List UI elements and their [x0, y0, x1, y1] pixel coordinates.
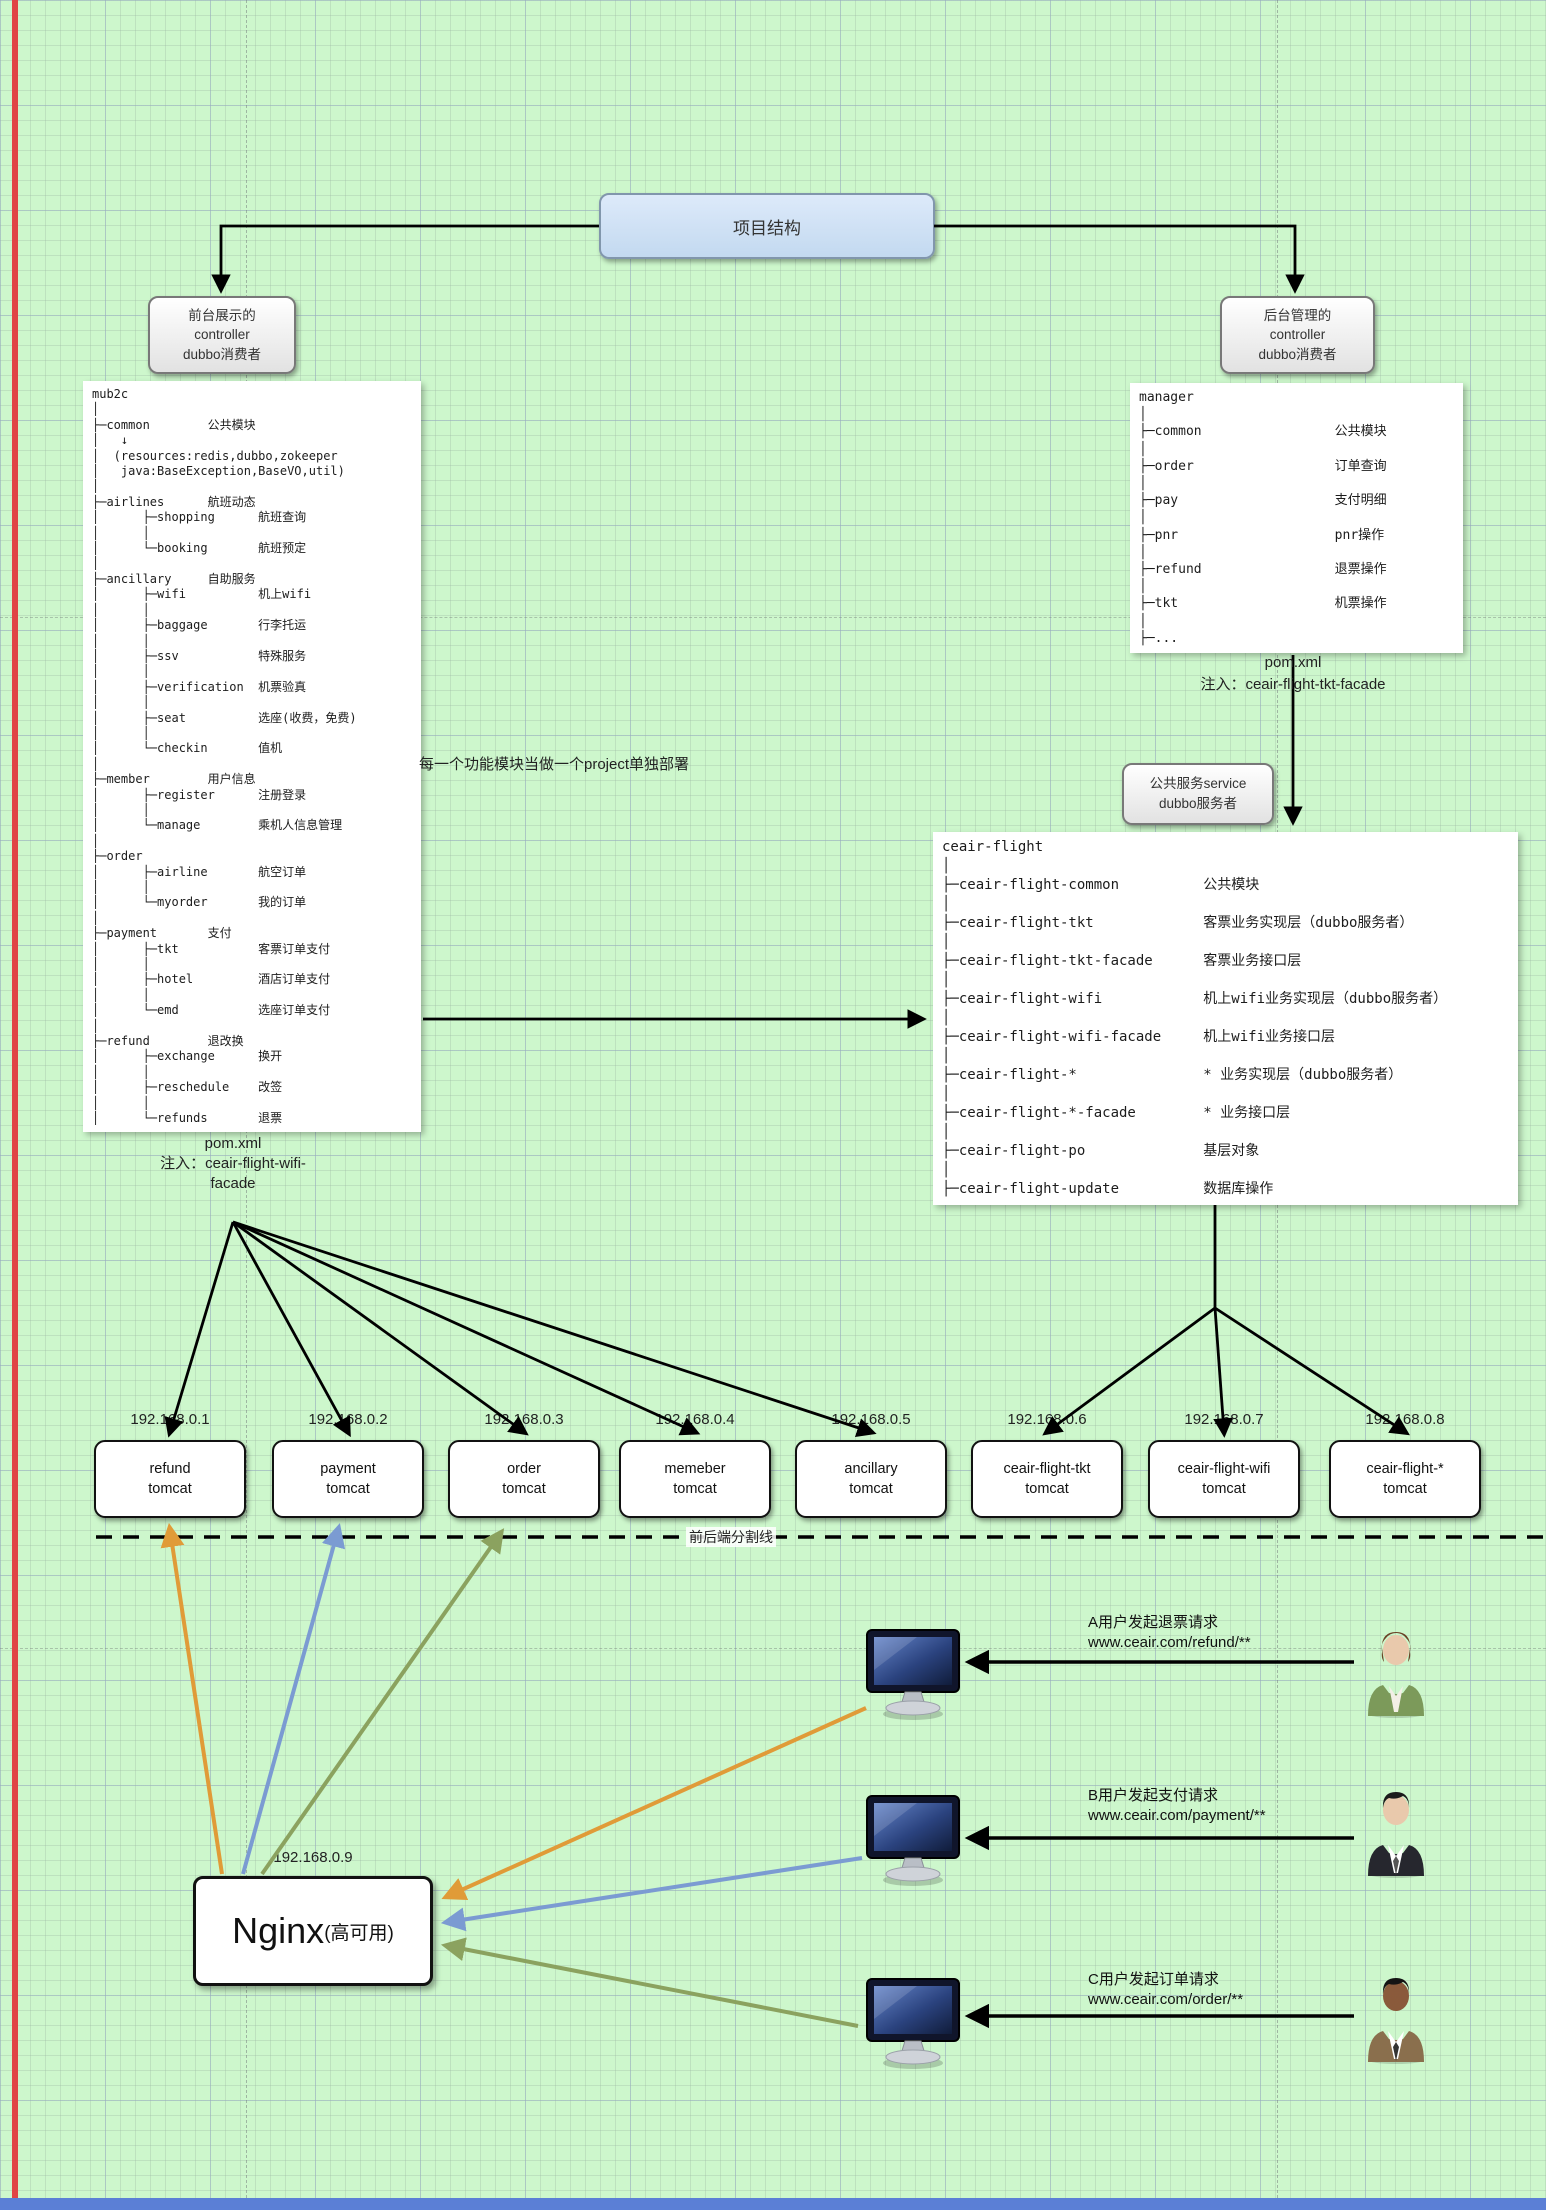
- tomcat-runtime: tomcat: [502, 1481, 546, 1497]
- request-label-b: B用户发起支付请求 www.ceair.com/payment/**: [1088, 1786, 1266, 1826]
- arrow-nginx-refund: [160, 1522, 224, 1875]
- tomcat-runtime: tomcat: [148, 1481, 192, 1497]
- page-edge-marker-bottom: [0, 2198, 1546, 2210]
- monitor-icon: [865, 1792, 961, 1892]
- tomcat-runtime: tomcat: [1383, 1481, 1427, 1497]
- ip-label: 192.168.0.3: [484, 1411, 564, 1428]
- ip-label: 192.168.0.8: [1365, 1411, 1445, 1428]
- arrow-deploy-order: [232, 1220, 529, 1436]
- request-label-c: C用户发起订单请求 www.ceair.com/order/**: [1088, 1970, 1243, 2010]
- nginx-name: Nginx: [232, 1910, 325, 1951]
- monitor-icon: [865, 1975, 961, 2075]
- mub2c-tree: mub2c │ ├─common 公共模块 │ ↓ │ (resources:r…: [92, 387, 357, 1126]
- user-a-icon: [1360, 1626, 1432, 1718]
- tomcat-name: refund: [149, 1460, 191, 1477]
- tomcat-name: ancillary: [844, 1460, 898, 1477]
- service-provider-label: 公共服务service dubbo服务者: [1149, 776, 1247, 811]
- request-url: www.ceair.com/order/**: [1088, 1991, 1244, 2008]
- back-controller-node: 后台管理的 controller dubbo消费者: [1220, 296, 1375, 374]
- arrow-nginx-payment: [241, 1523, 346, 1875]
- manager-tree: manager │ ├─common 公共模块 │ ├─order 订单查询 │…: [1139, 390, 1387, 646]
- arrow-deploy-refund: [164, 1221, 235, 1438]
- ip-label: 192.168.0.7: [1184, 1411, 1264, 1428]
- page-guide-horizontal: [0, 617, 1546, 618]
- arrow-deploy-memeber: [232, 1220, 701, 1436]
- request-label-a: A用户发起退票请求 www.ceair.com/refund/**: [1088, 1613, 1251, 1653]
- tomcat-name: ceair-flight-*: [1366, 1460, 1444, 1477]
- ip-label: 192.168.0.5: [831, 1411, 911, 1428]
- tomcat-name: memeber: [664, 1460, 726, 1477]
- service-provider-node: 公共服务service dubbo服务者: [1122, 763, 1274, 825]
- tomcat-refund: refund tomcat: [94, 1440, 246, 1518]
- request-url: www.ceair.com/payment/**: [1088, 1807, 1266, 1824]
- tomcat-memeber: memeber tomcat: [619, 1440, 771, 1518]
- arrow-deploy-ancillary: [232, 1220, 877, 1438]
- nginx-node: Nginx(高可用): [193, 1876, 433, 1986]
- ip-label: 192.168.0.6: [1007, 1411, 1087, 1428]
- arrow-title-to-back: [934, 224, 1305, 294]
- arrow-monitor-b-nginx: [440, 1856, 863, 1932]
- deploy-note: 每一个功能模块当做一个project单独部署: [419, 756, 690, 773]
- arrow-nginx-order: [260, 1528, 505, 1876]
- tomcat-name: order: [507, 1460, 541, 1477]
- tomcat-runtime: tomcat: [673, 1481, 717, 1497]
- title-node: 项目结构: [599, 193, 935, 259]
- tomcat-ceair-flight-tkt: ceair-flight-tkt tomcat: [971, 1440, 1123, 1518]
- user-b-icon: [1360, 1786, 1432, 1878]
- tomcat-runtime: tomcat: [1202, 1481, 1246, 1497]
- tomcat-runtime: tomcat: [849, 1481, 893, 1497]
- ip-label: 192.168.0.2: [308, 1411, 388, 1428]
- tomcat-name: payment: [320, 1460, 376, 1477]
- manager-pom-note: pom.xml 注入：ceair-flight-tkt-facade: [1200, 654, 1386, 693]
- ip-label: 192.168.0.4: [655, 1411, 735, 1428]
- page-title: 项目结构: [733, 218, 801, 238]
- ceair-flight-tree: ceair-flight │ ├─ceair-flight-common 公共模…: [942, 839, 1448, 1197]
- tomcat-name: ceair-flight-wifi: [1177, 1460, 1271, 1477]
- monitor-icon: [865, 1626, 961, 1726]
- request-user: A用户发起退票请求: [1088, 1614, 1219, 1631]
- request-user: C用户发起订单请求: [1088, 1971, 1219, 1988]
- ceair-flight-tree-panel: ceair-flight │ ├─ceair-flight-common 公共模…: [933, 832, 1518, 1205]
- front-controller-label: 前台展示的 controller dubbo消费者: [182, 307, 262, 362]
- arrow-deploy-payment: [231, 1221, 351, 1438]
- tomcat-payment: payment tomcat: [272, 1440, 424, 1518]
- nginx-ip-label: 192.168.0.9: [273, 1849, 353, 1866]
- arrow-monitor-a-nginx: [441, 1706, 867, 1901]
- ip-label: 192.168.0.1: [130, 1411, 210, 1428]
- tomcat-name: ceair-flight-tkt: [1003, 1460, 1091, 1477]
- back-controller-label: 后台管理的 controller dubbo消费者: [1258, 307, 1337, 362]
- manager-tree-panel: manager │ ├─common 公共模块 │ ├─order 订单查询 │…: [1130, 383, 1463, 653]
- nginx-suffix: (高可用): [324, 1922, 394, 1944]
- request-user: B用户发起支付请求: [1088, 1787, 1219, 1804]
- tomcat-ceair-flight-wifi: ceair-flight-wifi tomcat: [1148, 1440, 1300, 1518]
- arrow-title-to-front: [211, 224, 599, 294]
- tomcat-ceair-flight-star: ceair-flight-* tomcat: [1329, 1440, 1481, 1518]
- divider-label: 前后端分割线: [686, 1527, 776, 1547]
- tomcat-runtime: tomcat: [1025, 1481, 1069, 1497]
- mub2c-pom-note: pom.xml 注入：ceair-flight-wifi- facade: [160, 1135, 306, 1192]
- arrow-monitor-c-nginx: [440, 1937, 859, 2028]
- page-edge-marker-left: [12, 0, 18, 2198]
- front-controller-node: 前台展示的 controller dubbo消费者: [148, 296, 296, 374]
- mub2c-tree-panel: mub2c │ ├─common 公共模块 │ ↓ │ (resources:r…: [83, 381, 421, 1132]
- request-url: www.ceair.com/refund/**: [1088, 1634, 1251, 1651]
- tomcat-order: order tomcat: [448, 1440, 600, 1518]
- tomcat-ancillary: ancillary tomcat: [795, 1440, 947, 1518]
- tomcat-runtime: tomcat: [326, 1481, 370, 1497]
- page-guide-horizontal: [0, 1648, 1546, 1649]
- request-arrows: [964, 1649, 1354, 2029]
- user-c-icon: [1360, 1972, 1432, 2064]
